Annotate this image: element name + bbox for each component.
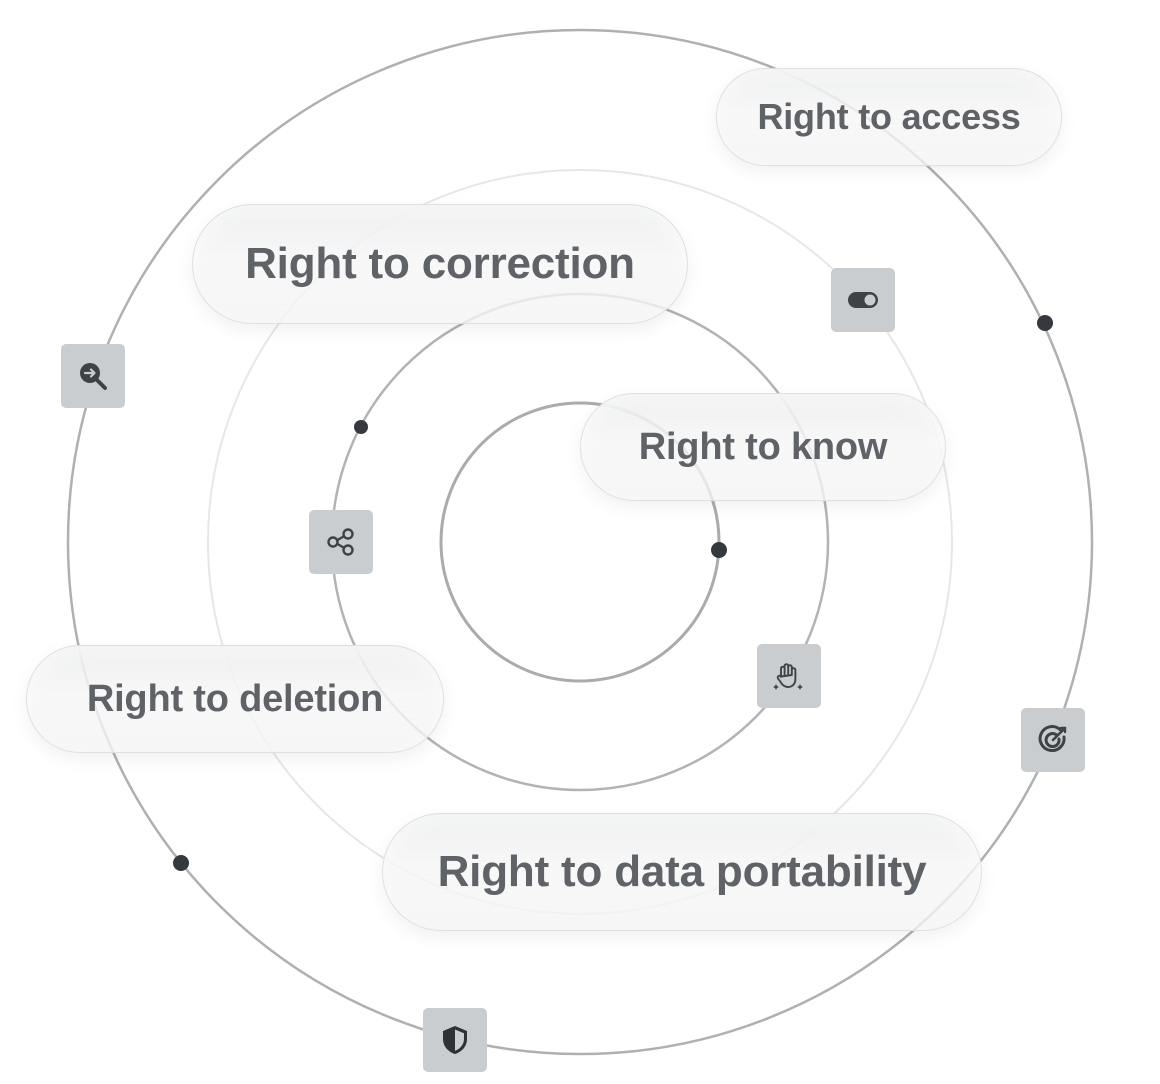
pill-right-to-know: Right to know <box>580 393 946 501</box>
ring-dot <box>1037 315 1053 331</box>
hand-sparkle-icon <box>757 644 821 708</box>
magnifier-arrow-icon <box>61 344 125 408</box>
pill-label: Right to access <box>757 96 1021 137</box>
share-icon <box>309 510 373 574</box>
ring-dot <box>173 855 189 871</box>
pill-label: Right to correction <box>245 239 635 288</box>
pill-label: Right to know <box>638 425 888 468</box>
pill-right-to-deletion: Right to deletion <box>26 645 444 753</box>
ring-outer <box>66 28 1094 1056</box>
shield-icon <box>423 1008 487 1072</box>
toggle-icon <box>831 268 895 332</box>
pill-right-to-correction: Right to correction <box>192 204 688 324</box>
pill-right-to-data-portability: Right to data portability <box>382 813 982 931</box>
target-icon <box>1021 708 1085 772</box>
pill-label: Right to data portability <box>437 847 927 896</box>
ring-dot <box>711 542 727 558</box>
pill-right-to-access: Right to access <box>716 68 1062 166</box>
pill-label: Right to deletion <box>86 677 384 720</box>
ring-dot <box>354 420 368 434</box>
